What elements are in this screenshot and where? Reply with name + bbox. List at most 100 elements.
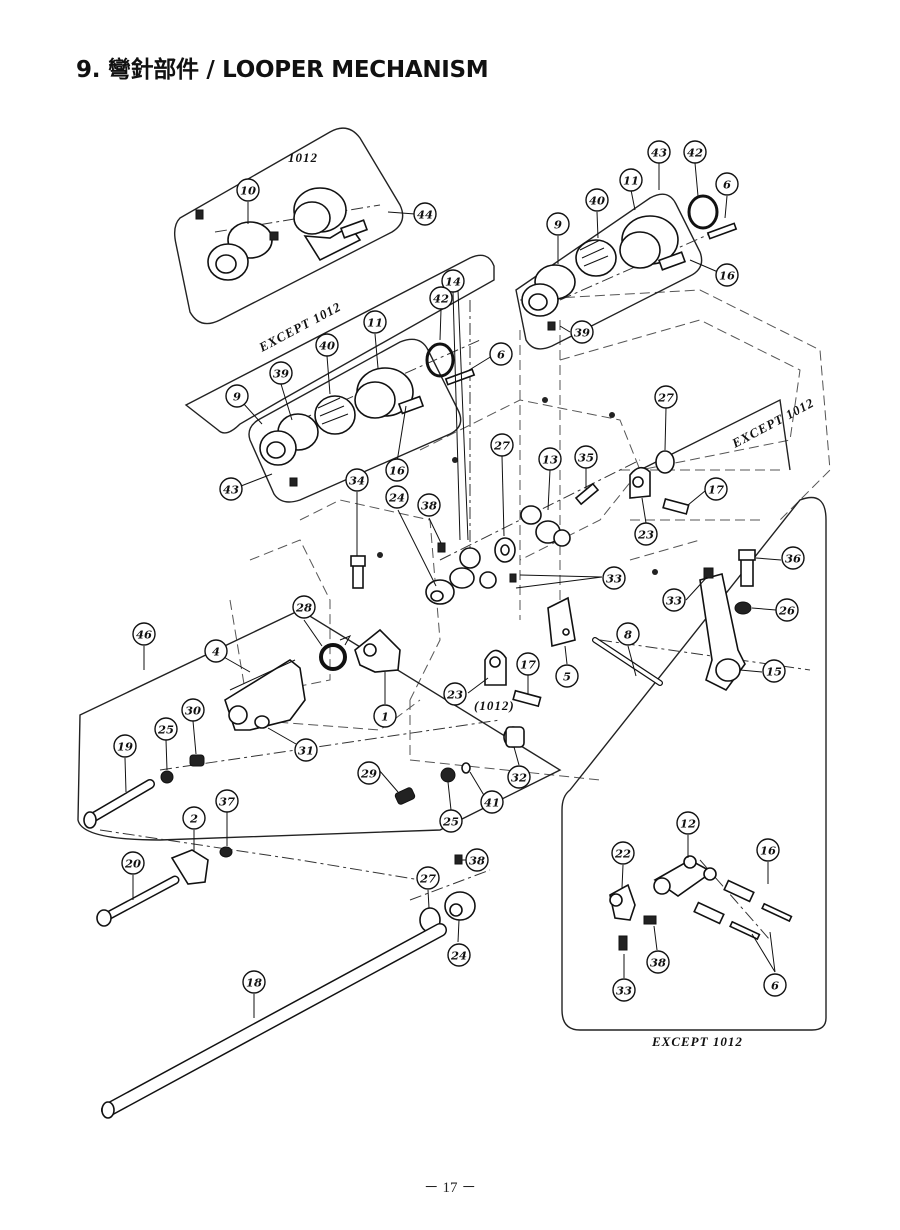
callout-number: 27: [419, 872, 436, 886]
part-25-washer-left: [160, 770, 174, 784]
part-2-plate: [170, 849, 209, 885]
callout-19: 19: [113, 734, 137, 758]
part-10-looper-eccentric-1012: [195, 209, 279, 281]
callout-circle: [154, 717, 178, 741]
callout-35: 35: [574, 445, 598, 469]
callout-number: 5: [563, 670, 571, 684]
part-19-shaft-bolt: [83, 779, 155, 829]
callout-circle: [429, 286, 453, 310]
callout-number: 25: [442, 815, 459, 829]
callout-42: 42: [429, 286, 453, 310]
callout-number: 30: [185, 704, 201, 718]
callout-circle: [634, 522, 658, 546]
callout-40: 40: [585, 188, 609, 212]
callout-circle: [704, 477, 728, 501]
callout-circle: [676, 811, 700, 835]
callout-number: 11: [367, 316, 383, 330]
part-22-clamp: [609, 883, 636, 921]
part-6-pin-right: [706, 222, 738, 240]
part-8-rod: [592, 637, 663, 686]
part-40-needle-bearing-left: [314, 395, 356, 435]
callout-number: 34: [349, 474, 365, 488]
callout-12: 12: [676, 811, 700, 835]
callout-44: 44: [413, 202, 437, 226]
callout-number: 23: [637, 528, 654, 542]
callout-27: 27: [654, 385, 678, 409]
part-23-clamp-upper: [629, 466, 651, 499]
callout-32: 32: [507, 765, 531, 789]
callout-38: 38: [646, 950, 670, 974]
page-title: 9. 彎針部件 / LOOPER MECHANISM: [76, 57, 489, 83]
callout-circle: [385, 485, 409, 509]
callout-number: 22: [614, 847, 631, 861]
part-38-set-screw-center: [437, 542, 446, 553]
callout-number: 33: [606, 572, 622, 586]
callout-circle: [715, 263, 739, 287]
callout-circle: [602, 566, 626, 590]
callout-circle: [113, 734, 137, 758]
callout-circle: [611, 841, 635, 865]
variant-label-1012: (1012): [474, 698, 515, 713]
callout-22: 22: [611, 841, 635, 865]
callout-number: 12: [680, 817, 696, 831]
callout-circle: [236, 178, 260, 202]
callout-circle: [662, 588, 686, 612]
callout-number: 29: [360, 767, 377, 781]
callout-number: 4: [212, 645, 220, 659]
callout-25: 25: [439, 809, 463, 833]
callout-41: 41: [480, 790, 504, 814]
part-5-plate: [547, 596, 576, 648]
part-17-screw-upper: [662, 498, 690, 515]
part-38-set-screw-bottom: [643, 915, 657, 925]
callout-number: 43: [651, 146, 667, 160]
callout-number: 25: [157, 723, 174, 737]
callout-circle: [612, 978, 636, 1002]
callout-circle: [204, 639, 228, 663]
callout-27: 27: [490, 433, 514, 457]
part-9-looper-eccentric-right: [521, 264, 576, 317]
callout-9: 9: [546, 212, 570, 236]
callout-circle: [439, 809, 463, 833]
part-33-set-screw-upper-right: [703, 567, 714, 579]
callout-circle: [781, 546, 805, 570]
callout-34: 34: [345, 468, 369, 492]
callout-circle: [132, 622, 156, 646]
callout-43: 43: [219, 477, 243, 501]
callout-circle: [441, 269, 465, 293]
callout-circle: [763, 973, 787, 997]
callout-40: 40: [315, 333, 339, 357]
callout-number: 39: [273, 367, 289, 381]
callout-circle: [215, 789, 239, 813]
callout-number: 43: [223, 483, 239, 497]
part-23-clamp-1012: [484, 649, 507, 686]
part-15-looper-drive-lever: [699, 573, 746, 692]
callout-number: 37: [219, 795, 235, 809]
callout-number: 26: [778, 604, 795, 618]
callout-circle: [715, 172, 739, 196]
callout-circle: [363, 310, 387, 334]
callout-33: 33: [612, 978, 636, 1002]
callout-circle: [416, 866, 440, 890]
group-label-1012-top: 1012: [288, 150, 318, 165]
part-33-set-screw-center: [509, 573, 517, 583]
part-38-set-screw-lower: [454, 854, 463, 865]
callout-8: 8: [616, 622, 640, 646]
part-33-set-screw-bottom: [618, 935, 628, 951]
callout-6: 6: [489, 342, 513, 366]
part-34-screw: [350, 555, 366, 589]
callout-11: 11: [619, 168, 643, 192]
part-39-set-screw-right: [547, 321, 556, 331]
callout-number: 6: [771, 979, 779, 993]
callout-16: 16: [715, 263, 739, 287]
callout-circle: [647, 140, 671, 164]
callout-number: 9: [554, 218, 562, 232]
callout-13: 13: [538, 447, 562, 471]
part-42-retaining-ring-right: [687, 194, 719, 230]
callout-circle: [447, 943, 471, 967]
callout-24: 24: [447, 943, 471, 967]
callout-number: 35: [578, 451, 594, 465]
part-24-collar-center: [425, 579, 455, 605]
callout-circle: [182, 806, 206, 830]
callout-6: 6: [763, 973, 787, 997]
